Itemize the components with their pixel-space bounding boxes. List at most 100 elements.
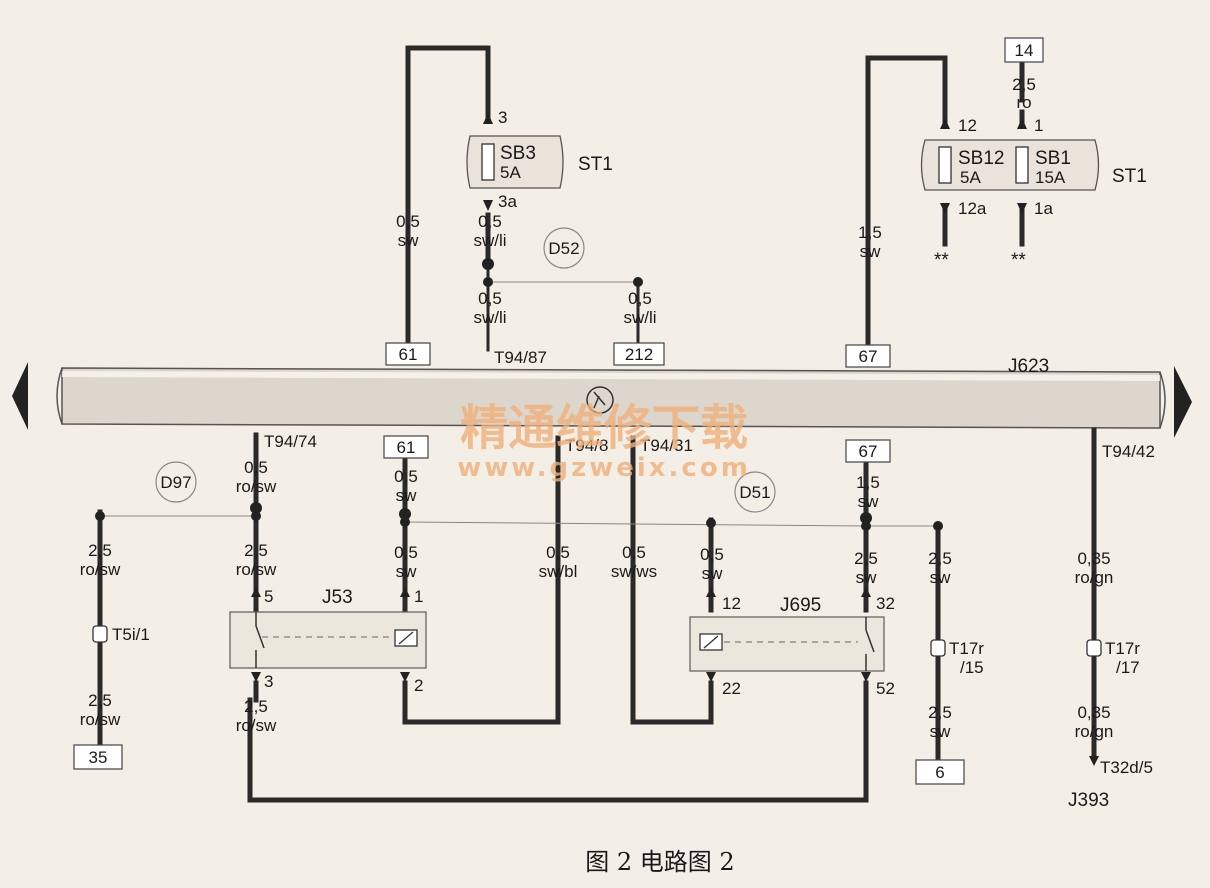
box-61-top: 61 <box>385 342 431 366</box>
terminal-boxes: 14 61 212 67 61 67 35 6 <box>73 37 1044 785</box>
wire-label-7: 0,5ro/sw <box>236 458 277 496</box>
unit-j393-label: J393 <box>1068 790 1109 811</box>
pin-t5i-1: T5i/1 <box>112 625 150 644</box>
pin-t94-31: T94/31 <box>640 436 693 455</box>
svg-text:1,5: 1,5 <box>858 223 882 242</box>
fuse-sb12-rating: 5A <box>960 168 981 187</box>
svg-text:0,35: 0,35 <box>1077 549 1110 568</box>
svg-text:sw/bl: sw/bl <box>539 562 578 581</box>
figure-caption: 图 2 电路图 2 <box>585 848 734 876</box>
svg-text:sw: sw <box>930 568 952 587</box>
box-67-top: 67 <box>845 344 891 368</box>
svg-text:sw: sw <box>702 564 724 583</box>
fuse-sb12-icon <box>938 146 952 184</box>
fuse-sb12-pin-top: 12 <box>958 116 977 135</box>
svg-text:2,5: 2,5 <box>88 541 112 560</box>
fuse-sb1-pin-top: 1 <box>1034 116 1043 135</box>
mark-1a: ** <box>1011 250 1026 271</box>
j695-pin-32: 32 <box>876 594 895 613</box>
svg-text:sw/li: sw/li <box>623 308 656 327</box>
svg-text:ro/gn: ro/gn <box>1075 722 1114 741</box>
wire-label-8: 0,5sw <box>394 467 418 505</box>
wire-label-11: 2,5ro/sw <box>236 541 277 579</box>
box-35: 35 <box>73 744 123 770</box>
fuse-sb3-icon <box>481 143 495 181</box>
box-14-text: 14 <box>1015 41 1034 60</box>
fuse-sb3-rating: 5A <box>500 163 521 182</box>
svg-text:ro/sw: ro/sw <box>236 560 277 579</box>
svg-text:0,5: 0,5 <box>394 467 418 486</box>
fuse-sb3-pin-bot: 3a <box>498 192 517 211</box>
svg-text:sw/li: sw/li <box>473 308 506 327</box>
svg-text:ro/sw: ro/sw <box>80 710 121 729</box>
connector-t5i-icon <box>92 625 108 643</box>
box-61-bot-text: 61 <box>397 438 416 457</box>
box-67-bot: 67 <box>845 439 891 463</box>
pin-t17r-a: T17r <box>949 639 984 658</box>
inline-connectors <box>92 625 1102 657</box>
svg-text:sw: sw <box>858 492 880 511</box>
svg-text:0,5: 0,5 <box>478 212 502 231</box>
wire-label-2: 0,5sw/li <box>473 212 506 250</box>
svg-text:sw/li: sw/li <box>473 231 506 250</box>
fuse-sb1-rating: 15A <box>1035 168 1066 187</box>
measuring-points: D52 D97 D51 <box>155 227 776 513</box>
box-67-top-text: 67 <box>859 347 878 366</box>
svg-text:ro/sw: ro/sw <box>236 716 277 735</box>
relay-j53: J53 5 1 3 2 <box>229 587 427 695</box>
box-61-top-text: 61 <box>399 345 418 364</box>
pin-t94-8: T94/8 <box>565 436 608 455</box>
svg-text:sw: sw <box>856 568 878 587</box>
unit-j623-label: J623 <box>1008 356 1049 377</box>
st1-right-label: ST1 <box>1112 166 1147 187</box>
right-arrow-icon <box>1174 366 1192 438</box>
wire-labels: 0,5sw 0,5sw/li 0,5sw/li 0,5sw/li 1,5sw 2… <box>80 75 1114 741</box>
j53-pin-2: 2 <box>414 676 423 695</box>
svg-text:0,5: 0,5 <box>478 289 502 308</box>
svg-text:ro/sw: ro/sw <box>236 477 277 496</box>
svg-text:0,5: 0,5 <box>622 543 646 562</box>
fuse-sb1-name: SB1 <box>1035 148 1071 169</box>
connector-arrows <box>251 113 1099 766</box>
pin-t17r-17: /17 <box>1116 658 1140 677</box>
connector-t17r17-icon <box>1086 639 1102 657</box>
wire-label-3: 0,5sw/li <box>473 289 506 327</box>
svg-text:2,5: 2,5 <box>854 549 878 568</box>
j695-pin-22: 22 <box>722 679 741 698</box>
wire-label-20: 2,5ro/sw <box>236 697 277 735</box>
wire-label-19: 2,5ro/sw <box>80 691 121 729</box>
svg-text:0,5: 0,5 <box>628 289 652 308</box>
svg-text:sw: sw <box>396 486 418 505</box>
svg-text:sw/ws: sw/ws <box>611 562 657 581</box>
wire-label-12: 0,5sw <box>394 543 418 581</box>
j695-pin-52: 52 <box>876 679 895 698</box>
svg-text:2,5: 2,5 <box>928 549 952 568</box>
wire-label-9: 1,5sw <box>856 473 880 511</box>
svg-text:ro: ro <box>1016 93 1031 112</box>
st1-left-label: ST1 <box>578 154 613 175</box>
point-d97: D97 <box>160 473 191 492</box>
svg-text:sw: sw <box>930 722 952 741</box>
pin-t17r-b: T17r <box>1105 639 1140 658</box>
wire-label-21: 2,5sw <box>928 703 952 741</box>
svg-text:2,5: 2,5 <box>88 691 112 710</box>
st1-left-panel: SB3 5A 3 3a ST1 <box>466 108 613 211</box>
svg-text:0,5: 0,5 <box>244 458 268 477</box>
wire-label-1: 0,5sw <box>396 212 420 250</box>
wire-label-5: 1,5sw <box>858 223 882 261</box>
pin-t17r-15: /15 <box>960 658 984 677</box>
svg-text:2,5: 2,5 <box>244 697 268 716</box>
box-212-text: 212 <box>625 345 653 364</box>
j53-pin-1: 1 <box>414 587 423 606</box>
relay-j53-label: J53 <box>322 587 353 608</box>
watermark-url: www.gzweix.com <box>457 453 751 483</box>
fuse-sb1-pin-bot: 1a <box>1034 199 1053 218</box>
watermark-cn: 精通维修下载 <box>460 400 748 456</box>
svg-text:sw: sw <box>396 562 418 581</box>
fuse-sb3-pin-top: 3 <box>498 108 507 127</box>
relay-j695-label: J695 <box>780 595 821 616</box>
connector-t17r15-icon <box>930 639 946 657</box>
box-35-text: 35 <box>89 748 108 767</box>
